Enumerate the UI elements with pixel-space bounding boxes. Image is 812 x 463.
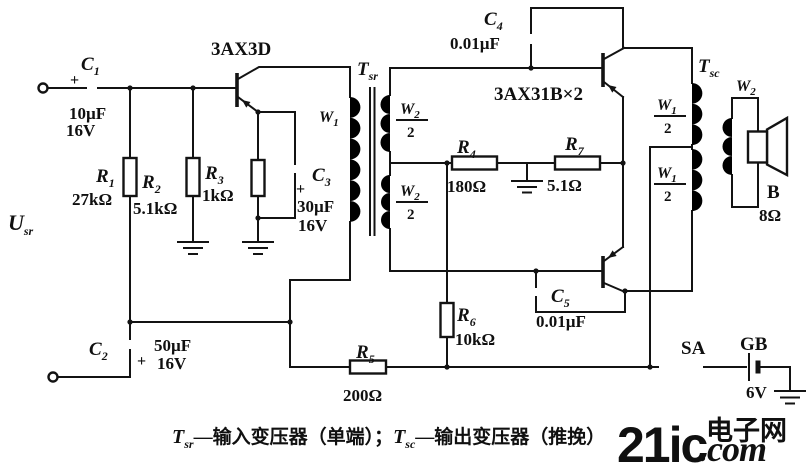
battery: GB 6V [740,334,768,402]
resistor-r4: R4 180Ω [447,137,499,196]
c3-polarity: + [296,181,305,198]
resistor-r3: R3 1kΩ [202,158,266,205]
c2-polarity: + [137,353,146,370]
speaker: B 8Ω [746,115,789,225]
svg-text:0.01µF: 0.01µF [450,34,500,53]
svg-text:8Ω: 8Ω [759,206,781,225]
svg-text:GB: GB [740,334,768,355]
svg-text:C2: C2 [89,339,108,363]
watermark-brand: 21ic [617,417,708,463]
transformer-tsc: Tsc W2 W1 2 W1 2 [654,56,756,212]
ground-symbols [177,162,806,405]
tsc-half-winding-label-lower: W1 2 [654,165,686,205]
capacitor-c1: C1 + 10µF 16V [66,54,106,140]
power-switch: SA [653,338,706,388]
tsr-secondary-lower-coil [381,175,390,229]
svg-text:Tsc: Tsc [698,56,720,80]
transistor-driver: 3AX3D [211,39,271,108]
svg-text:W1: W1 [319,109,339,129]
speaker-horn [765,115,789,177]
svg-text:W2: W2 [400,101,420,121]
input-terminal-top [37,82,49,94]
tsr-secondary-upper-coil [380,95,390,152]
svg-text:SA: SA [681,338,706,359]
tsc-primary-upper-coil [692,83,703,146]
svg-text:1kΩ: 1kΩ [202,186,234,205]
watermark-suffix: .com [699,429,766,463]
junction-dots [127,65,653,370]
svg-text:R1: R1 [95,166,115,190]
svg-text:R6: R6 [456,305,476,329]
resistor-r5: R5 200Ω [343,342,388,405]
svg-text:16V: 16V [157,354,187,373]
svg-text:R3: R3 [204,163,224,187]
svg-text:2: 2 [407,125,415,141]
tsr-half-winding-label-upper: W2 2 [396,101,428,141]
svg-text:0.01µF: 0.01µF [536,312,586,331]
watermark-cn: 电子网 [706,416,787,446]
svg-text:16V: 16V [66,121,96,140]
tsr-half-winding-label-lower: W2 2 [396,183,428,223]
svg-text:50µF: 50µF [154,336,191,355]
svg-text:2: 2 [664,189,672,205]
svg-text:10µF: 10µF [69,104,106,123]
capacitor-c2: C2 + 50µF 16V [89,336,191,373]
svg-text:200Ω: 200Ω [343,386,382,405]
output-pair-type-label: 3AX31B×2 [494,84,583,105]
tsr-core [369,87,376,236]
speaker-body [746,130,769,164]
tsr-primary-coil [350,97,361,222]
svg-text:W2: W2 [400,183,420,203]
resistor-r1: R1 27kΩ [72,156,138,209]
svg-text:R7: R7 [564,134,585,158]
svg-text:6V: 6V [746,383,768,402]
svg-text:W1: W1 [657,97,677,117]
tsc-primary-lower-coil [692,149,703,212]
c1-polarity: + [70,72,79,89]
input-terminal-bottom [47,371,59,383]
transistor-output-upper [601,53,617,93]
svg-text:2: 2 [407,207,415,223]
input-signal-label: Usr [8,210,34,238]
svg-text:180Ω: 180Ω [447,177,486,196]
resistor-r7: R7 5.1Ω [547,134,602,195]
svg-text:R5: R5 [355,342,375,366]
transformer-tsr: Tsr W1 W2 2 W2 2 [319,59,428,236]
driver-type-label: 3AX3D [211,39,271,60]
svg-text:C3: C3 [312,165,331,189]
capacitor-c3: C3 + 30µF 16V [282,164,334,235]
svg-text:B: B [767,182,780,203]
resistor-r6: R6 10kΩ [439,301,495,349]
svg-text:30µF: 30µF [297,197,334,216]
svg-text:W2: W2 [736,78,756,98]
svg-text:10kΩ: 10kΩ [455,330,495,349]
svg-text:C1: C1 [81,54,100,78]
svg-text:5.1kΩ: 5.1kΩ [133,199,177,218]
svg-text:C5: C5 [551,286,570,310]
tsc-half-winding-label-upper: W1 2 [654,97,686,137]
svg-text:5.1Ω: 5.1Ω [547,176,582,195]
tsc-secondary-coil [722,118,732,175]
svg-text:27kΩ: 27kΩ [72,190,112,209]
svg-text:W1: W1 [657,165,677,185]
figure-caption: Tsr—输入变压器（单端）；Tsc—输出变压器（推挽） [172,425,605,451]
resistor-r2: R2 5.1kΩ [133,156,201,218]
watermark: 21ic .com 电子网 [617,416,787,463]
svg-text:R2: R2 [141,172,161,196]
transistor-output-lower [601,250,617,288]
svg-text:R4: R4 [456,137,476,161]
svg-text:16V: 16V [298,216,328,235]
capacitor-c5: C5 0.01µF [523,286,586,331]
svg-text:Usr: Usr [8,210,34,238]
svg-text:C4: C4 [484,9,503,33]
svg-text:Tsr: Tsr [357,59,378,83]
svg-text:2: 2 [664,121,672,137]
capacitor-c4: C4 0.01µF [450,9,546,53]
